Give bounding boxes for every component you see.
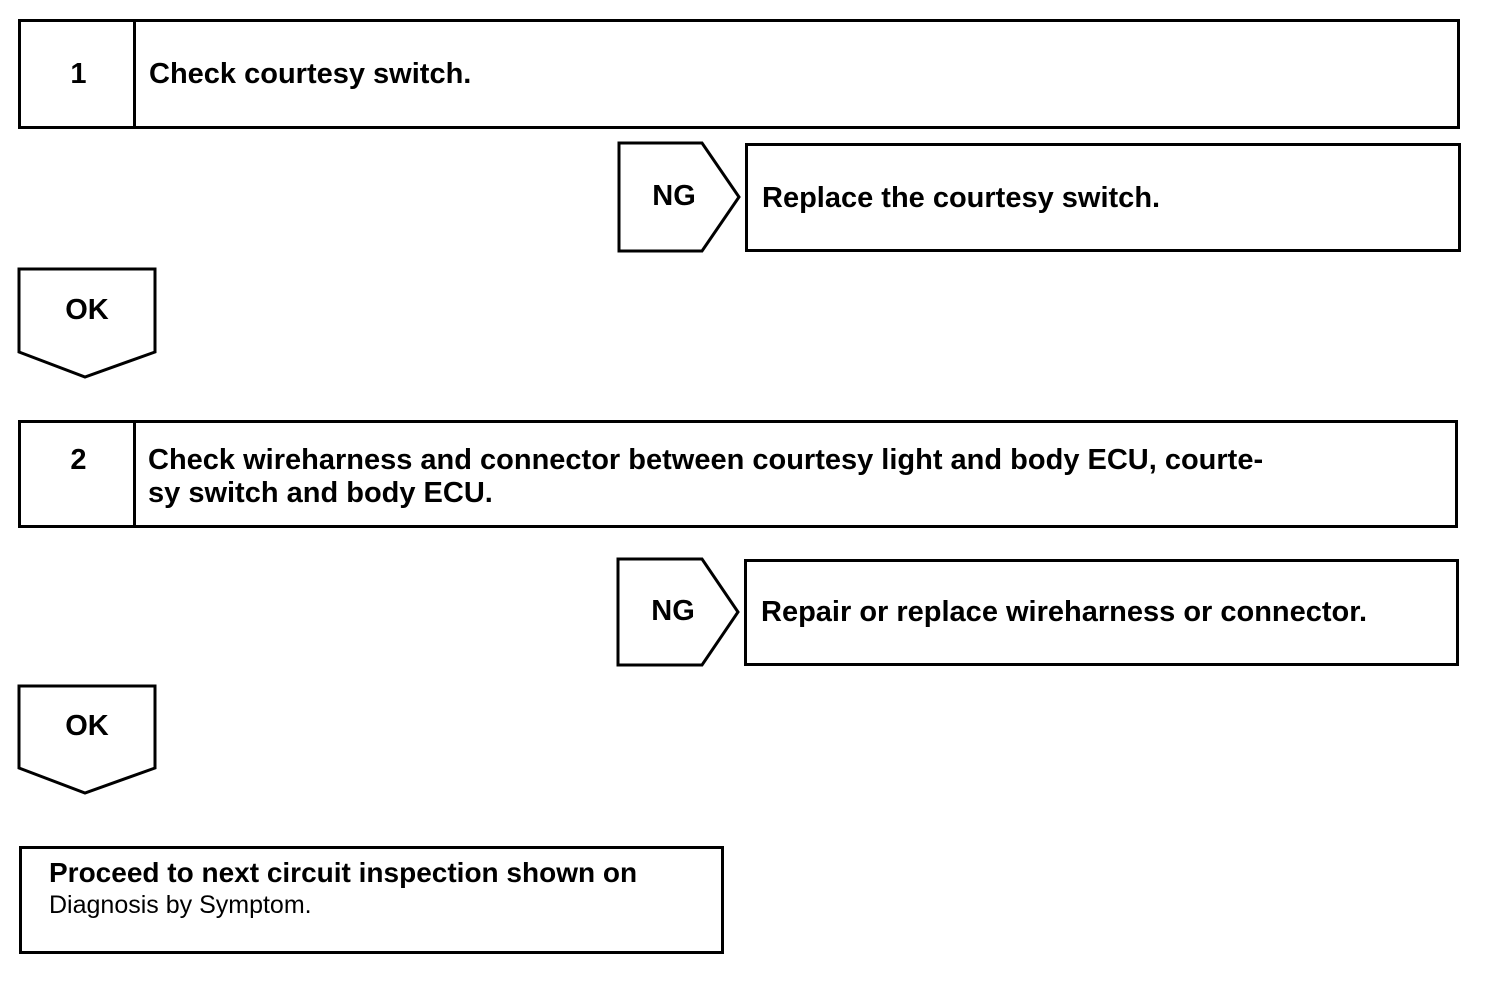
ok-1-label: OK bbox=[65, 294, 109, 326]
final-box: Proceed to next circuit inspection shown… bbox=[19, 846, 724, 954]
step-1-number-cell bbox=[21, 22, 136, 126]
final-text-line2: Diagnosis by Symptom. bbox=[49, 891, 312, 919]
step-2-text-line1: Check wireharness and connector between … bbox=[148, 444, 1264, 476]
ng-2-action-text: Repair or replace wireharness or connect… bbox=[761, 596, 1368, 628]
step-2-box: 2 Check wireharness and connector betwee… bbox=[18, 420, 1458, 528]
ng-1-action-text: Replace the courtesy switch. bbox=[762, 182, 1161, 214]
ng-1-action-box: Replace the courtesy switch. bbox=[745, 143, 1461, 252]
ng-2-label: NG bbox=[651, 595, 695, 627]
final-text-line1: Proceed to next circuit inspection shown… bbox=[49, 857, 638, 888]
step-1-number: 1 bbox=[70, 58, 87, 90]
ng-1-label: NG bbox=[652, 180, 696, 212]
ok-2-label: OK bbox=[65, 710, 109, 742]
step-2-text-line2: sy switch and body ECU. bbox=[148, 477, 493, 509]
ng-2-action-box: Repair or replace wireharness or connect… bbox=[744, 559, 1459, 666]
step-1-box: 1 Check courtesy switch. bbox=[18, 19, 1460, 129]
step-1-text: Check courtesy switch. bbox=[149, 58, 472, 90]
step-2-number: 2 bbox=[70, 444, 87, 476]
step-2-number-cell bbox=[21, 423, 136, 525]
